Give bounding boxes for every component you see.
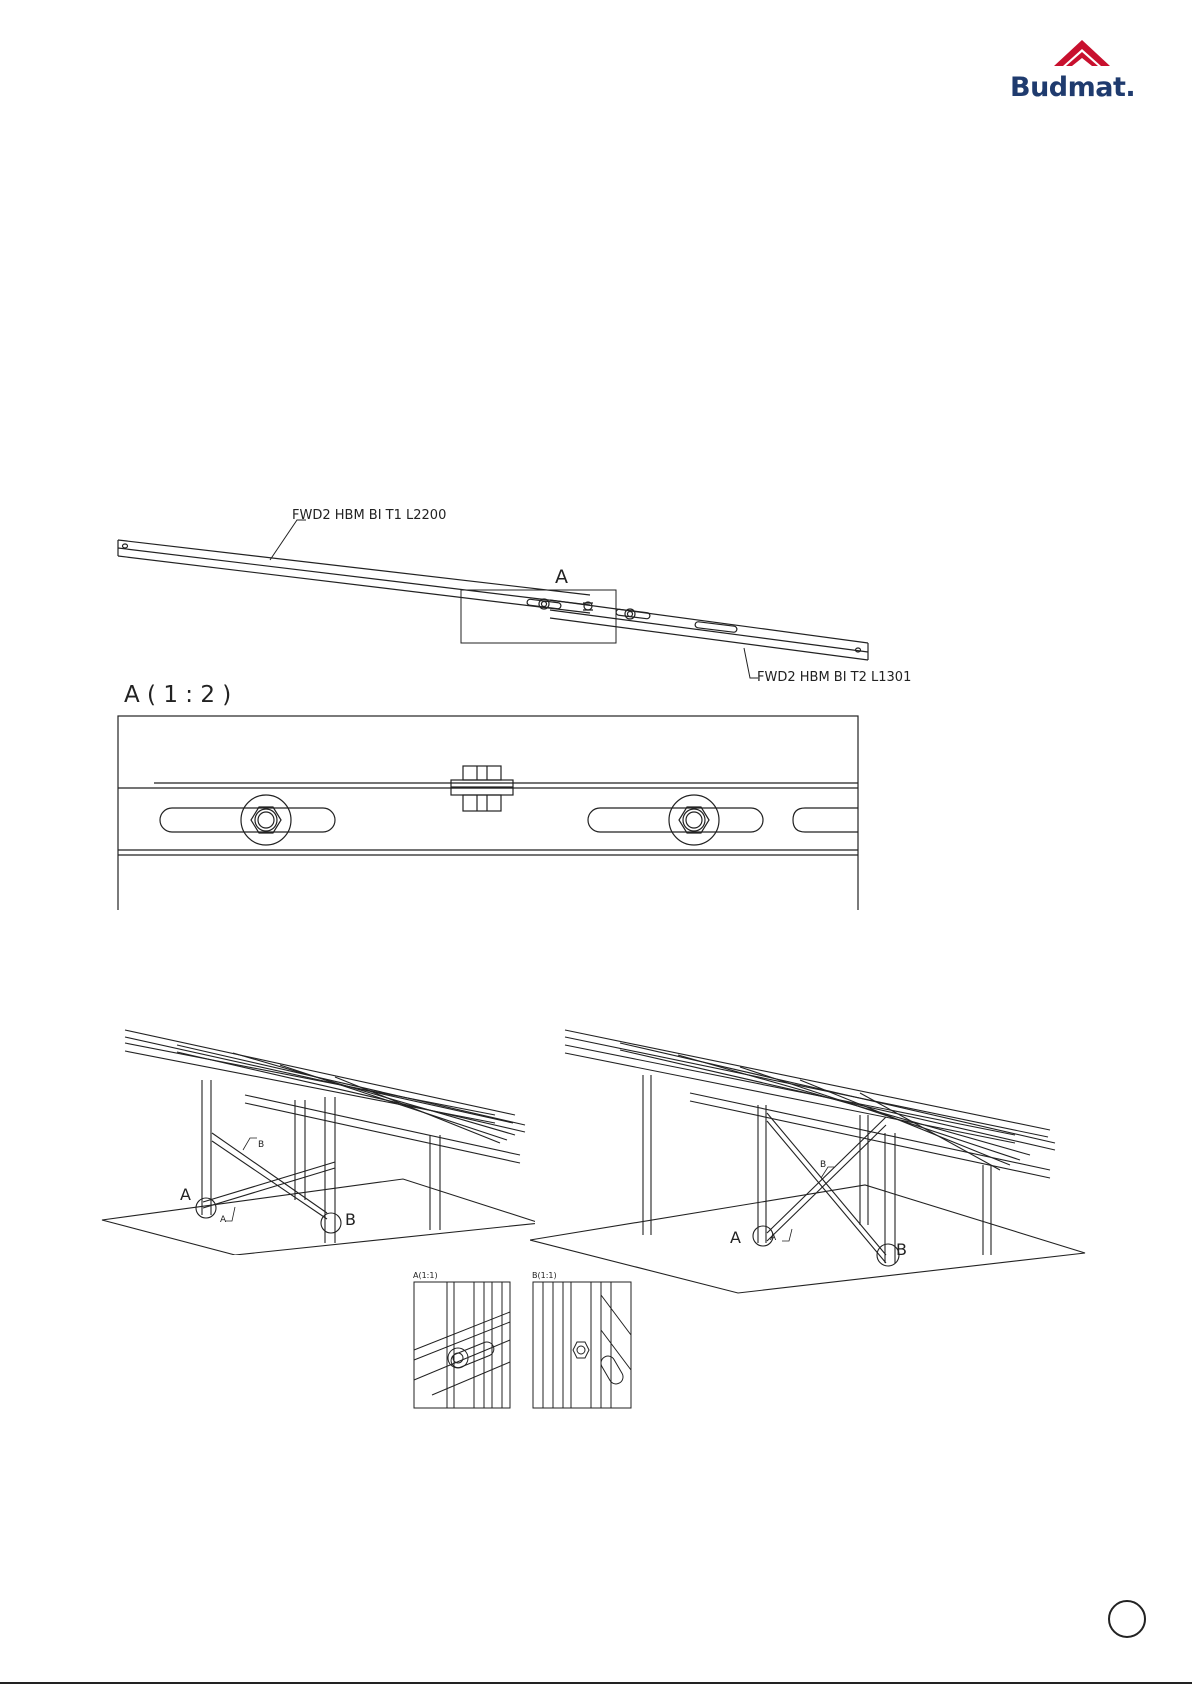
slot-left: [160, 808, 335, 832]
detail-view-drawing: [110, 710, 860, 910]
part-label-t2: FWD2 HBM BI T2 L1301: [757, 670, 911, 685]
frame-right-callout-a: A: [730, 1228, 741, 1247]
frame-right-callout-b: B: [896, 1240, 907, 1259]
frame-left-brace-a: A: [220, 1215, 226, 1225]
callout-label-a: A: [555, 566, 568, 588]
page-number-circle: [1108, 1600, 1146, 1638]
beam-top-edge: [118, 540, 590, 595]
detail-frame: [118, 716, 858, 910]
detail-view-title: A ( 1 : 2 ): [124, 682, 231, 708]
frame-left-callout-b: B: [345, 1210, 356, 1229]
leader-top: [270, 520, 306, 560]
part-label-t1: FWD2 HBM BI T1 L2200: [292, 508, 446, 523]
mounting-frame-left: [95, 1025, 535, 1255]
frame-right-brace-b: B: [820, 1160, 826, 1170]
bottom-rule: [0, 1682, 1192, 1684]
frame-right-brace-a: A: [770, 1233, 776, 1243]
frame-left-brace-b: B: [258, 1140, 264, 1150]
leader-bottom: [744, 648, 758, 678]
inset-b-drawing: [531, 1270, 633, 1410]
roof-chevron-icon: [1052, 36, 1112, 70]
brand-logo: Budmat.: [1010, 36, 1150, 106]
frame-left-callout-a: A: [180, 1185, 191, 1204]
inset-a-drawing: [412, 1270, 512, 1410]
beam-lower-edge: [550, 600, 868, 643]
callout-box-a: [461, 590, 616, 643]
slot-right: [588, 808, 763, 832]
ground-plane: [102, 1179, 535, 1255]
mounting-frame-right: [530, 1025, 1090, 1295]
brand-name: Budmat.: [1010, 72, 1135, 103]
